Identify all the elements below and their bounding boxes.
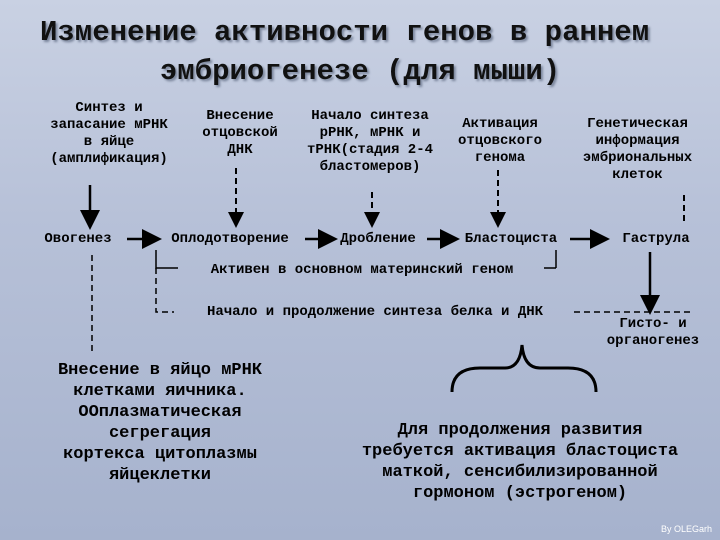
- author-credit: By OLEGarh: [660, 524, 712, 534]
- note-oocyte-mrna: Внесение в яйцо мРНК клетками яичника. О…: [57, 361, 263, 485]
- label-protein-dna-synthesis: Начало и продолжение синтеза белка и ДНК: [206, 304, 544, 320]
- label-paternal-genome-activation: Активация отцовского генома: [457, 116, 542, 166]
- stage-gastrula: Гаструла: [622, 231, 690, 247]
- title-line-1: Изменение активности генов в раннем: [40, 16, 650, 49]
- label-organogenesis: Гисто- и органогенез: [606, 316, 700, 349]
- stage-fertilization: Оплодотворение: [171, 231, 289, 247]
- label-embryonic-genetic-info: Генетическая информация эмбриональных кл…: [582, 116, 693, 183]
- stage-blastocyst: Бластоциста: [464, 231, 558, 247]
- label-paternal-dna: Внесение отцовской ДНК: [202, 108, 278, 158]
- stage-oogenesis: Овогенез: [44, 231, 112, 247]
- label-maternal-genome: Активен в основном материнский геном: [210, 262, 514, 278]
- label-mrna-synthesis: Синтез и запасание мРНК в яйце (амплифик…: [50, 100, 168, 167]
- stage-cleavage: Дробление: [340, 231, 416, 247]
- title-line-2: эмбриогенезе (для мыши): [159, 55, 561, 88]
- label-rna-synthesis: Начало синтеза рРНК, мРНК и тРНК(стадия …: [306, 108, 434, 175]
- note-blastocyst-activation: Для продолжения развития требуется актив…: [361, 421, 679, 503]
